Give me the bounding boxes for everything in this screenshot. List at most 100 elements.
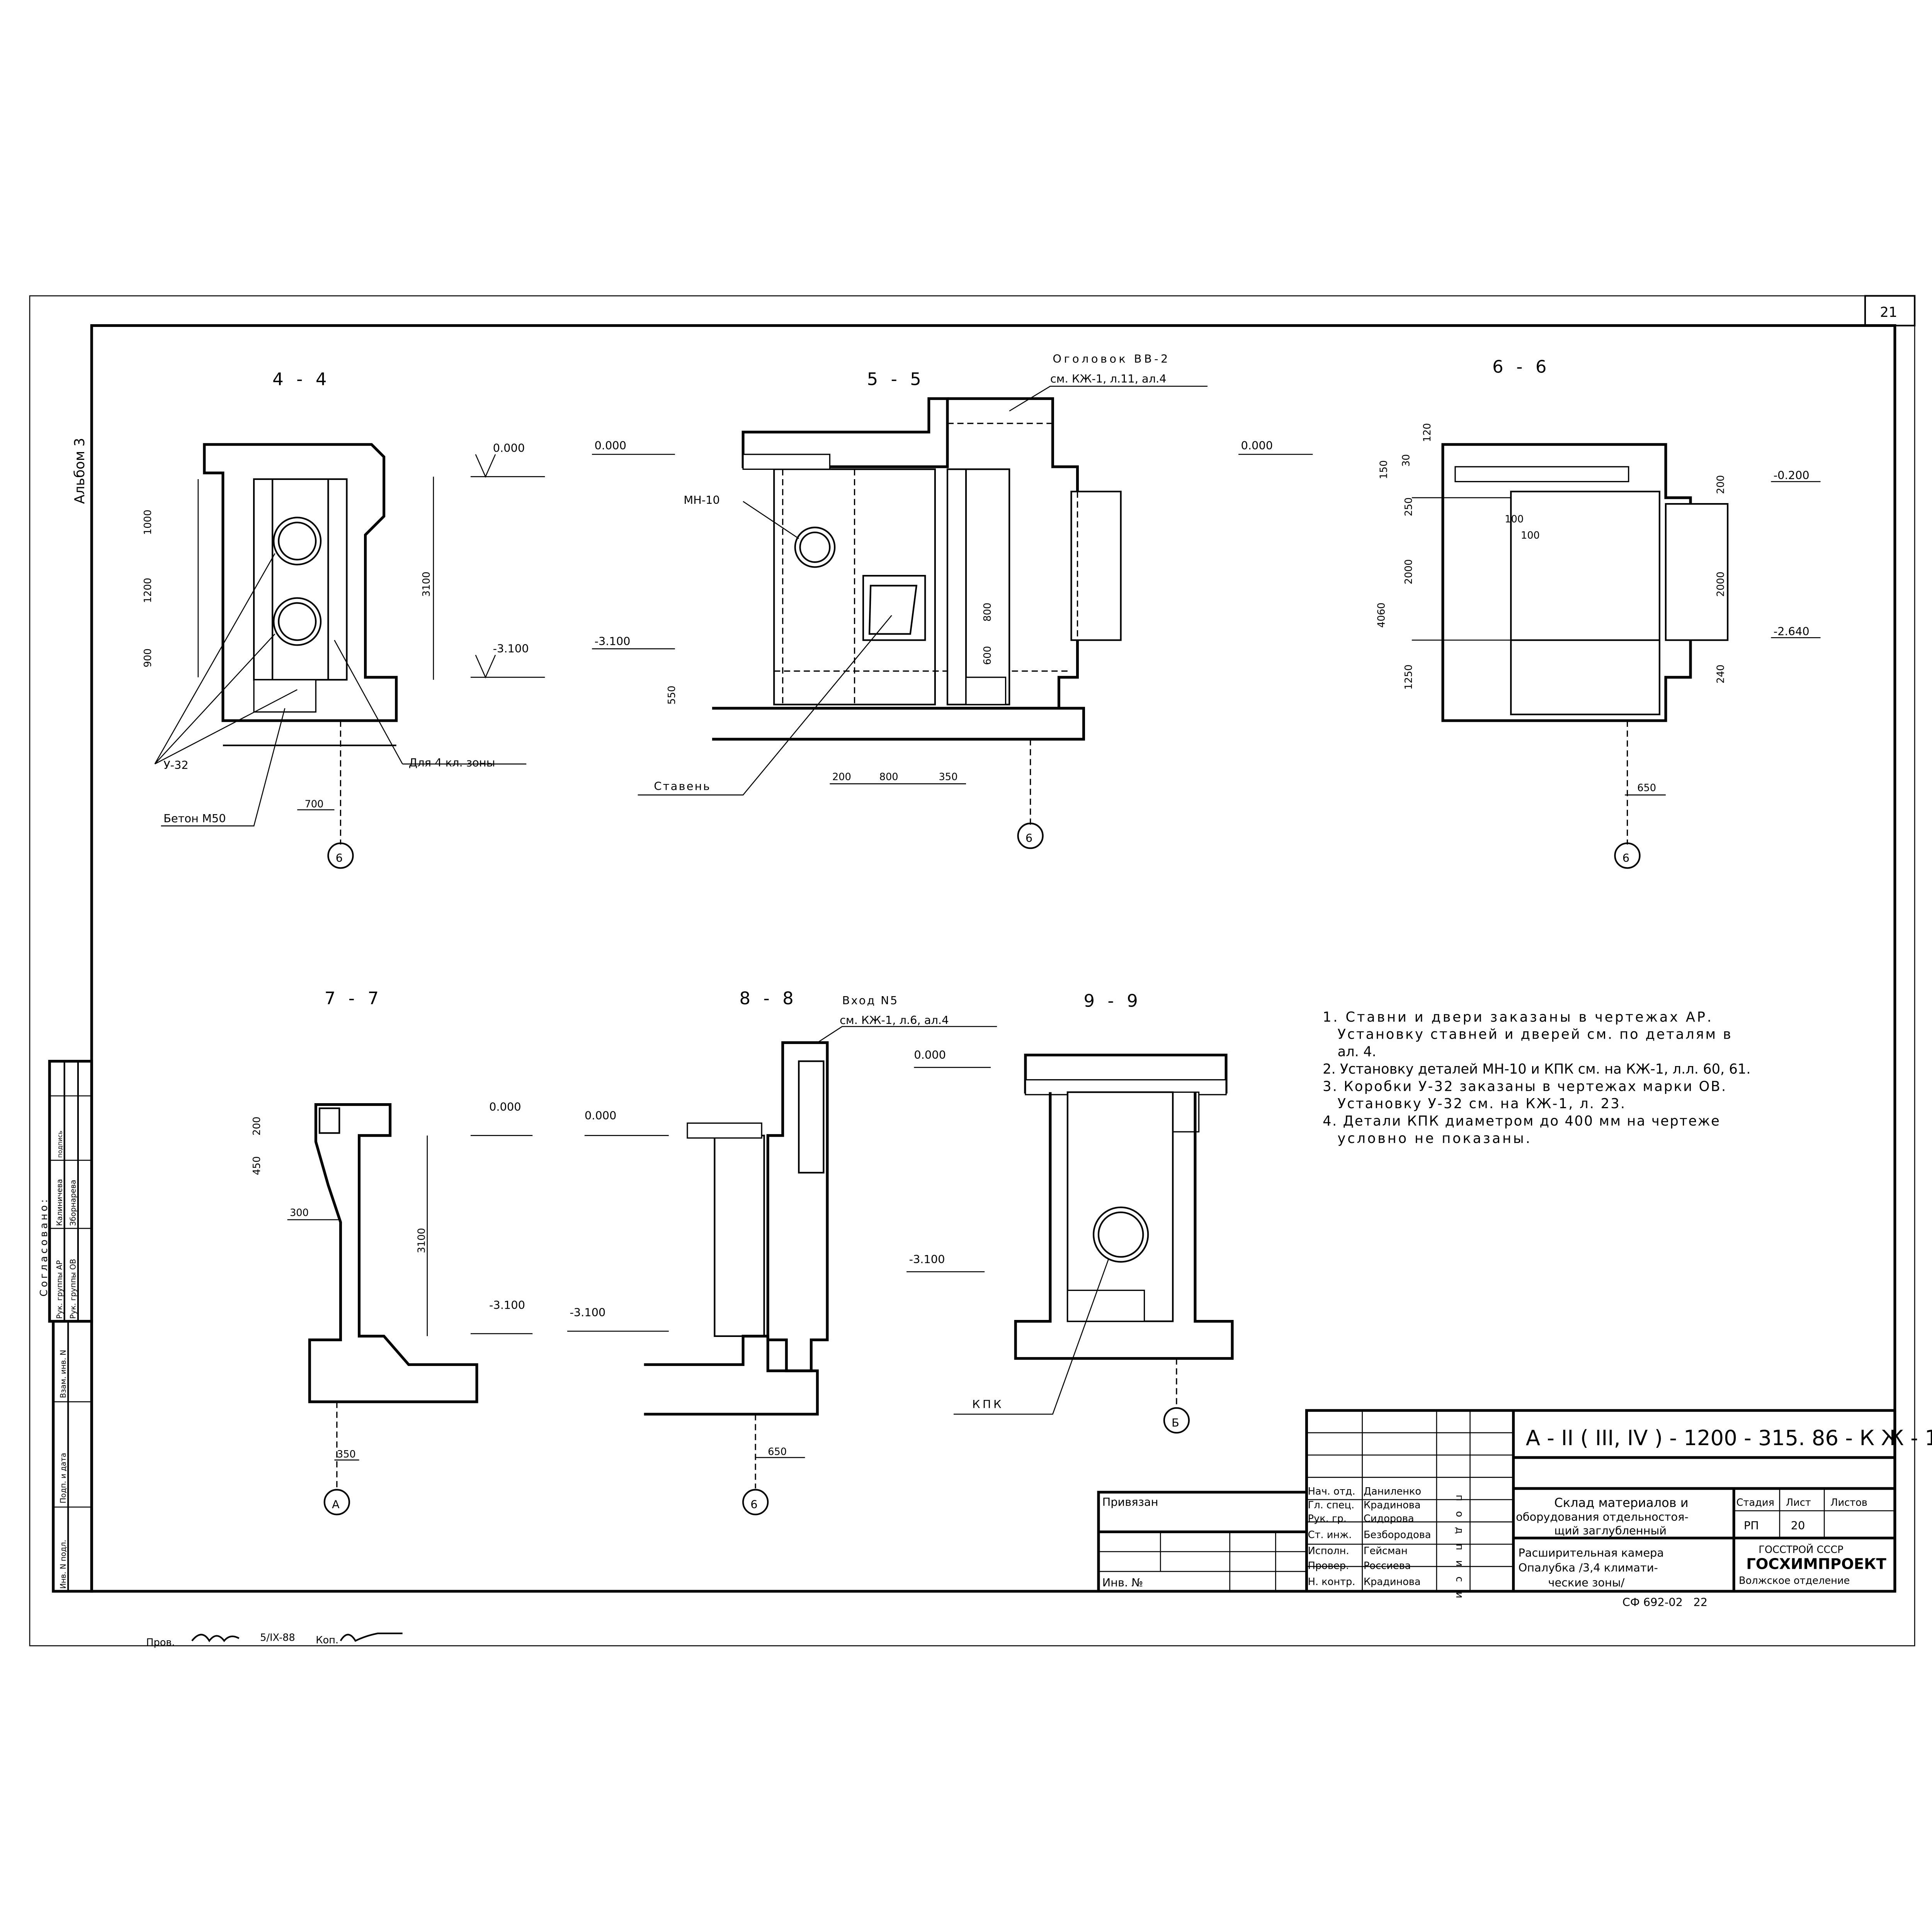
dim-250: 250 xyxy=(1403,497,1415,516)
object-title: оборудования отдельностоя- xyxy=(1516,1510,1689,1524)
dim-4060: 4060 xyxy=(1376,602,1387,628)
dim-450: 450 xyxy=(251,1156,263,1175)
dim-650: 650 xyxy=(1637,782,1656,794)
field-label: Инв. N подл. xyxy=(59,1540,68,1589)
staff-name: Безбородова xyxy=(1364,1529,1431,1541)
staff-role: Провер. xyxy=(1308,1560,1349,1572)
stamp-role: Рук. группы АР xyxy=(55,1260,64,1319)
sheet-number-box xyxy=(1864,295,1916,327)
section-title: 7 - 7 xyxy=(325,988,383,1009)
dim-800b: 800 xyxy=(879,771,898,783)
album-label: Альбом 3 xyxy=(72,438,88,504)
footer-check: Пров. 5/IX-88 Коп. xyxy=(146,1632,403,1648)
dim-100b: 100 xyxy=(1521,530,1540,541)
org-2: ГОСХИМПРОЕКТ xyxy=(1746,1555,1886,1573)
archive-number: СФ 692-02 22 xyxy=(1622,1596,1708,1609)
note-line: 2. Установку деталей МН-10 и КПК см. на … xyxy=(1323,1061,1750,1077)
entry-note-ref: см. КЖ-1, л.6, ал.4 xyxy=(840,1014,949,1027)
dim-2000b: 2000 xyxy=(1715,571,1727,597)
copier-signature xyxy=(340,1633,403,1642)
staff-name: Крадинова xyxy=(1364,1499,1421,1511)
dim-3100: 3100 xyxy=(421,571,432,597)
sheet-label: Лист xyxy=(1786,1497,1811,1509)
head-note-ref: см. КЖ-1, л.11, ал.4 xyxy=(1050,372,1167,385)
head-note: Оголовок ВВ-2 xyxy=(1053,352,1170,366)
staff-name: Даниленко xyxy=(1364,1486,1421,1497)
org-3: Волжское отделение xyxy=(1739,1575,1850,1587)
note-line: Установку У-32 см. на КЖ-1, л. 23. xyxy=(1338,1096,1626,1112)
dim-200: 200 xyxy=(1715,475,1727,494)
staff-name: Крадинова xyxy=(1364,1576,1421,1588)
label-mn10: МН-10 xyxy=(684,493,720,507)
level-bottom: -3.100 xyxy=(493,642,529,655)
note-line: 3. Коробки У-32 заказаны в чертежах марк… xyxy=(1323,1078,1727,1094)
dim-600: 600 xyxy=(982,646,993,665)
section-title: 4 - 4 xyxy=(272,369,330,389)
level-bottom: -3.100 xyxy=(570,1306,605,1319)
section-7-7: 7 - 7 0.000 3100 -3.100 200 450 300 350 … xyxy=(251,988,533,1515)
level-top: 0.000 xyxy=(1241,439,1273,452)
checked-label: Пров. xyxy=(146,1637,175,1648)
section-title: 9 - 9 xyxy=(1083,990,1141,1011)
inner-frame xyxy=(90,324,1896,1593)
staff-role: Нач. отд. xyxy=(1308,1486,1355,1497)
sheet-value: 20 xyxy=(1791,1519,1805,1532)
note-line: условно не показаны. xyxy=(1338,1131,1532,1146)
stamp-title: Согласовано: xyxy=(38,1197,50,1297)
staff-name: Россиева xyxy=(1364,1560,1411,1572)
dim-300: 300 xyxy=(290,1207,309,1219)
axis-marker: 6 xyxy=(750,1498,757,1511)
field-label: Подп. и дата xyxy=(59,1453,68,1503)
level-top: 0.000 xyxy=(489,1100,521,1114)
dim-2000: 2000 xyxy=(1403,559,1415,584)
axis-marker: 6 xyxy=(336,851,343,864)
section-title: 8 - 8 xyxy=(739,988,797,1009)
signature-col: подписи xyxy=(1454,1495,1465,1608)
dim-350: 350 xyxy=(337,1449,356,1460)
dim-1250: 1250 xyxy=(1403,665,1415,690)
sheet-title: ческие зоны/ xyxy=(1548,1576,1624,1589)
dim-150: 150 xyxy=(1378,460,1390,479)
bound-label: Привязан xyxy=(1102,1495,1158,1509)
object-title: Склад материалов и xyxy=(1554,1495,1688,1510)
approval-stamp: Согласовано: Рук. группы АР Калиничева Р… xyxy=(38,1060,93,1593)
dim-700: 700 xyxy=(304,798,323,810)
section-9-9: 9 - 9 0.000 -3.100 КПК Б xyxy=(906,990,1234,1434)
document-code: А - II ( III, IV ) - 1200 - 315. 86 - К … xyxy=(1526,1425,1932,1450)
notes: 1. Ставни и двери заказаны в чертежах АР… xyxy=(1323,1009,1750,1146)
label-zone: Для 4 кл. зоны xyxy=(409,756,495,769)
sheets-label: Листов xyxy=(1830,1497,1867,1509)
note-line: Установку ставней и дверей см. по деталя… xyxy=(1338,1027,1733,1043)
field-label: Взам. инв. N xyxy=(59,1350,68,1398)
staff-list: Нач. отд. Даниленко Гл. спец. Крадинова … xyxy=(1308,1486,1431,1588)
dim-100a: 100 xyxy=(1505,514,1524,525)
level-bottom: -3.100 xyxy=(909,1253,945,1266)
level-top: 0.000 xyxy=(493,441,525,454)
level-top: 0.000 xyxy=(914,1048,946,1061)
note-line: 1. Ставни и двери заказаны в чертежах АР… xyxy=(1323,1009,1713,1025)
stamp-role: Рук. группы ОВ xyxy=(69,1259,78,1319)
object-title: щий заглубленный xyxy=(1554,1524,1667,1537)
section-title: 5 - 5 xyxy=(867,369,925,389)
entry-note: Вход N5 xyxy=(842,994,898,1007)
stamp-name: Зборнарева xyxy=(69,1180,78,1226)
dim-550: 550 xyxy=(666,685,678,704)
staff-name: Сидорова xyxy=(1364,1513,1414,1525)
sheet-number: 21 xyxy=(1880,304,1897,320)
title-block: А - II ( III, IV ) - 1200 - 315. 86 - К … xyxy=(1097,1409,1932,1609)
stamp-sign: подпись xyxy=(56,1131,63,1158)
label-u32: У-32 xyxy=(163,759,189,772)
axis-marker: 6 xyxy=(1026,832,1032,845)
axis-marker: 6 xyxy=(1622,851,1629,864)
note-line: ал. 4. xyxy=(1338,1044,1376,1060)
section-6-6: 6 - 6 0.000 120 150 30 250 100 100 4060 … xyxy=(1238,356,1821,869)
section-8-8: 8 - 8 Вход N5 см. КЖ-1, л.6, ал.4 0.000 … xyxy=(567,988,997,1515)
staff-role: Гл. спец. xyxy=(1308,1499,1354,1511)
staff-role: Н. контр. xyxy=(1308,1576,1355,1588)
level-top: 0.000 xyxy=(585,1109,617,1122)
staff-role: Рук. гр. xyxy=(1308,1513,1347,1525)
dim-1000: 1000 xyxy=(142,510,154,535)
level-mid2: -2.640 xyxy=(1774,625,1810,638)
checker-signature xyxy=(191,1634,240,1643)
